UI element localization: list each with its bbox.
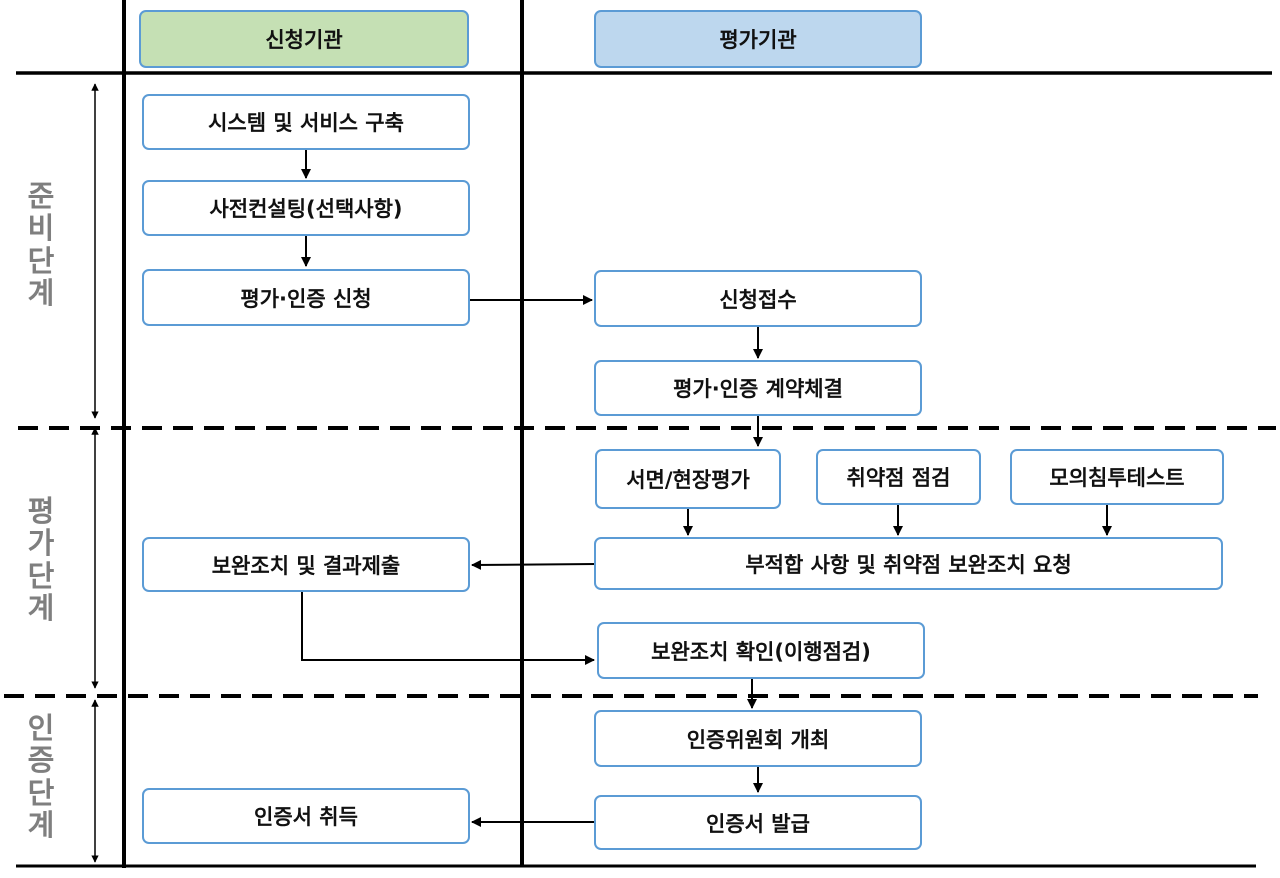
- step-receive-application: 신청접수: [594, 270, 922, 327]
- step-penetration-test: 모의침투테스트: [1010, 449, 1224, 505]
- step-apply: 평가·인증 신청: [142, 269, 470, 326]
- phase-label-cert: 인 증 단 계: [27, 711, 55, 843]
- step-pre-consulting: 사전컨설팅(선택사항): [142, 180, 470, 236]
- step-verify-remediation: 보완조치 확인(이행점검): [597, 622, 925, 679]
- step-acquire-certificate: 인증서 취득: [142, 788, 470, 844]
- step-build-system: 시스템 및 서비스 구축: [142, 94, 470, 150]
- arrow-submit-verify: [301, 591, 595, 665]
- step-sign-contract: 평가·인증 계약체결: [594, 360, 922, 416]
- phase-label-eval: 평 가 단 계: [27, 494, 55, 626]
- phase-label-prep: 준 비 단 계: [27, 179, 55, 311]
- step-submit-remediation: 보완조치 및 결과제출: [142, 537, 470, 592]
- evaluator-column-header: 평가기관: [594, 10, 922, 68]
- applicant-column-header: 신청기관: [139, 10, 469, 68]
- step-issue-certificate: 인증서 발급: [594, 795, 922, 850]
- step-remediation-request: 부적합 사항 및 취약점 보완조치 요청: [594, 537, 1223, 590]
- step-certification-committee: 인증위원회 개최: [594, 710, 922, 767]
- step-document-onsite-evaluation: 서면/현장평가: [595, 449, 781, 509]
- arrow-request-submit: [471, 559, 597, 570]
- step-vulnerability-check: 취약점 점검: [816, 449, 981, 505]
